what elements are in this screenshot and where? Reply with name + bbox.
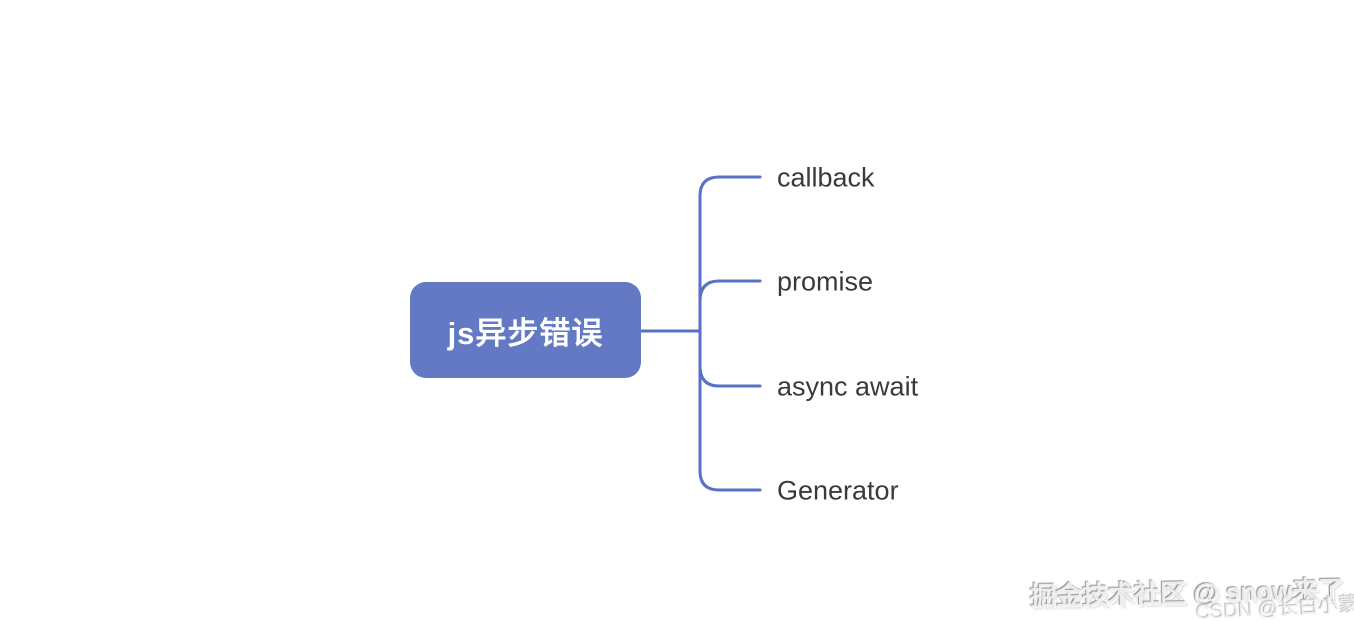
leaf-node-callback[interactable]: callback: [777, 162, 875, 193]
leaf-node-promise[interactable]: promise: [777, 266, 874, 297]
branch-line-async-await: [698, 364, 762, 388]
leaf-node-generator[interactable]: Generator: [777, 475, 899, 506]
root-node-label: js异步错误: [447, 315, 604, 351]
leaf-node-async-await[interactable]: async await: [777, 371, 919, 402]
trunk-line-with-callback-generator-branches: [698, 175, 762, 492]
branch-line-promise: [698, 279, 762, 303]
root-node[interactable]: js异步错误: [410, 282, 641, 378]
